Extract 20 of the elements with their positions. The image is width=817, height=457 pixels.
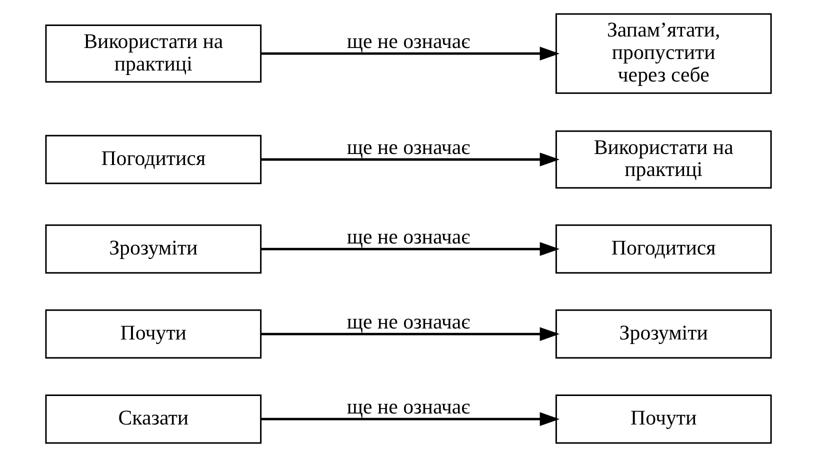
node-box: Використати на практиці: [45, 24, 262, 83]
node-box: Використати на практиці: [555, 130, 772, 189]
node-box: Почути: [45, 309, 262, 359]
edge-label: ще не означає: [346, 394, 470, 418]
node-box: Погодитися: [555, 224, 772, 274]
arrow: [261, 327, 560, 341]
arrow: [261, 46, 560, 60]
arrow: [261, 412, 560, 426]
edge-label: ще не означає: [346, 134, 470, 159]
node-box: Запам’ятати, пропустити через себе: [555, 13, 772, 94]
arrow: [261, 152, 560, 166]
node-box: Погодитися: [45, 134, 262, 184]
node-box: Зрозуміти: [555, 309, 772, 359]
arrow: [261, 242, 560, 256]
edge-label: ще не означає: [346, 224, 470, 248]
node-box: Сказати: [45, 394, 262, 444]
node-box: Почути: [555, 394, 772, 444]
edge-label: ще не означає: [346, 28, 470, 53]
node-box: Зрозуміти: [45, 224, 262, 274]
edge-label: ще не означає: [346, 309, 470, 334]
